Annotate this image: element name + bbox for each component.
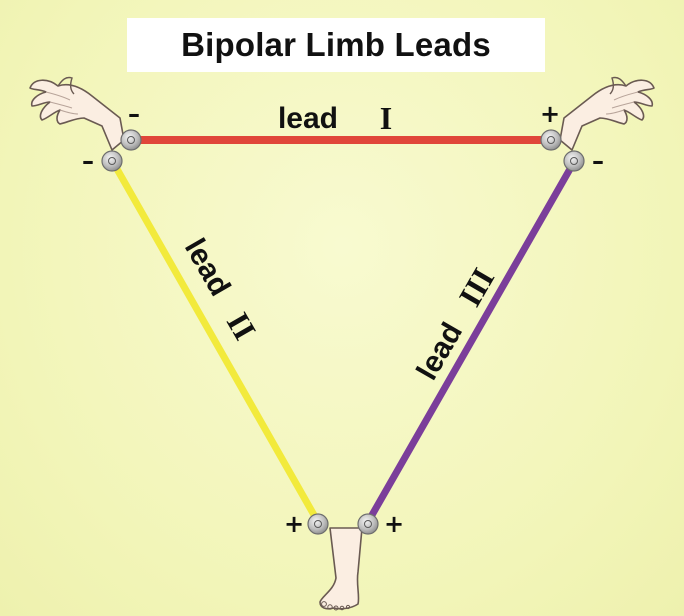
foot-icon [319, 527, 363, 611]
left-hand-icon [559, 76, 655, 151]
lead-III-plus-sign: + [384, 510, 404, 538]
electrode-left-leg-lead-III [357, 513, 379, 535]
electrode-left-arm-lead-III [563, 150, 585, 172]
electrode-right-arm-lead-II [101, 150, 123, 172]
lead-I-word: lead [278, 102, 338, 135]
right-hand-icon [29, 76, 125, 151]
electrode-right-arm-lead-I [120, 129, 142, 151]
lead-I-minus-sign: – [128, 100, 140, 128]
lead-II-line [109, 158, 322, 526]
lead-III-minus-sign: – [592, 147, 604, 175]
diagram-title: Bipolar Limb Leads [181, 26, 491, 63]
lead-II-minus-sign: – [82, 147, 94, 175]
lead-I-label: lead I [278, 100, 392, 136]
lead-II-plus-sign: + [284, 510, 304, 538]
lead-III-word: lead [410, 317, 469, 385]
lead-II-numeral: II [220, 306, 264, 346]
electrode-left-arm-lead-I [540, 129, 562, 151]
lead-I-plus-sign: + [540, 100, 560, 128]
lead-I-numeral: I [380, 100, 392, 136]
electrode-left-leg-lead-II [307, 513, 329, 535]
lead-III-line [364, 158, 578, 526]
title-box: Bipolar Limb Leads [127, 18, 545, 72]
lead-II-label: lead II [178, 233, 264, 346]
